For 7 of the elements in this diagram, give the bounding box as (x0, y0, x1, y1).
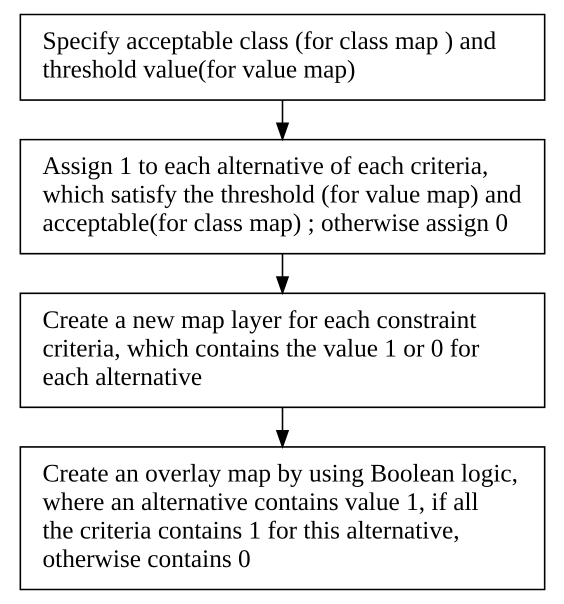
arrow (275, 100, 289, 142)
arrow (275, 408, 289, 449)
node-box: Create a new map layer for each constraint criteria, which contains the value 1 or 0 for each alternative (19, 292, 545, 408)
arrow (275, 254, 289, 296)
node-box: Specify acceptable class (for class map ) and threshold value(for value map) (19, 14, 545, 101)
node-box: Create an overlay map by using Boolean logic, where an alternative contains value 1, if all the criteria contains 1 for this alternative, otherwise contains 0 (19, 446, 545, 590)
node-box: Assign 1 to each alternative of each criteria, which satisfy the threshold (for value map) and acceptable(for class map) ; otherwise assign 0 (19, 138, 545, 254)
